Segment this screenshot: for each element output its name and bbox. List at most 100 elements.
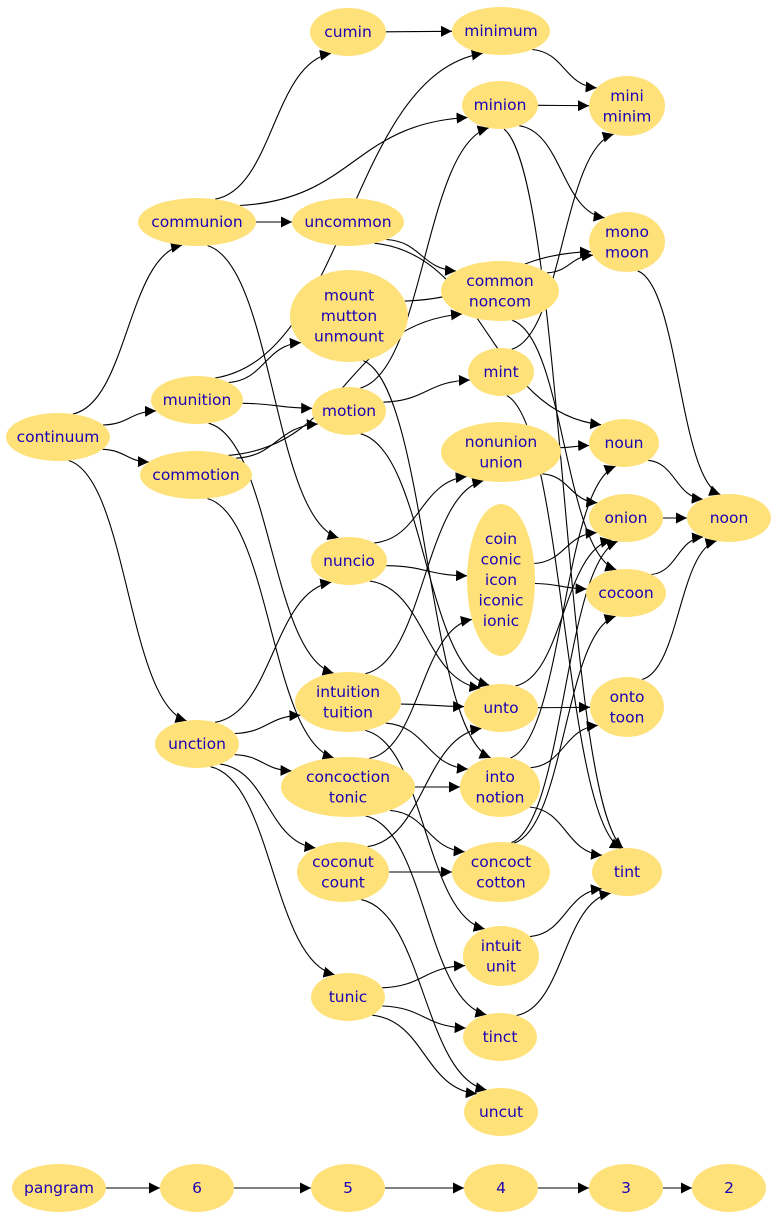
- node-intuit-ellipse: [463, 926, 539, 986]
- edge-coconut-to-unto: [367, 724, 482, 848]
- edge-continuum-to-unction: [68, 459, 187, 723]
- node-coconut-label-1: count: [321, 873, 365, 891]
- node-unto: unto: [464, 684, 538, 732]
- edge-communion-to-cumin: [215, 49, 332, 200]
- edge-intuition-to-into: [385, 722, 468, 774]
- node-unction-label-0: unction: [168, 735, 226, 753]
- node-coin-ellipse: [467, 504, 535, 656]
- node-concoct-ellipse: [452, 842, 550, 902]
- edge-into-to-onto: [530, 720, 598, 769]
- node-noun-label-0: noun: [605, 434, 644, 452]
- edge-tunic-to-uncut: [372, 1014, 477, 1099]
- node-into-ellipse: [460, 757, 540, 817]
- edge-unction-to-intuition: [234, 710, 301, 735]
- node-pangram-ellipse: [12, 1164, 106, 1212]
- node-into-label-1: notion: [476, 788, 525, 806]
- node-nonunion-label-0: nonunion: [465, 433, 537, 451]
- edge-onto-to-noon: [641, 538, 717, 681]
- node-mount-label-0: mount: [324, 287, 374, 305]
- node-pangram: pangram: [12, 1164, 106, 1212]
- node-intuit-label-1: unit: [486, 957, 516, 975]
- node-n2: 2: [692, 1164, 766, 1212]
- node-mint: mint: [468, 348, 534, 396]
- edge-munition-to-intuition: [208, 422, 334, 676]
- node-nuncio: nuncio: [311, 537, 387, 585]
- node-noon-ellipse: [687, 494, 771, 542]
- edge-concoction-to-concoct: [389, 809, 465, 857]
- node-nuncio-ellipse: [311, 537, 387, 585]
- node-coin-label-1: conic: [481, 551, 522, 569]
- node-minion-ellipse: [462, 81, 538, 129]
- edge-uncommon-to-common: [386, 238, 457, 276]
- node-concoct-label-0: concoct: [471, 853, 531, 871]
- node-continuum: continuum: [6, 413, 110, 461]
- edge-minion-to-tint: [503, 128, 624, 849]
- node-onion-ellipse: [589, 494, 663, 542]
- node-mono-label-1: moon: [605, 243, 649, 261]
- node-tunic-ellipse: [311, 973, 385, 1021]
- node-nuncio-label-0: nuncio: [323, 552, 375, 570]
- node-concoct-label-1: cotton: [476, 873, 525, 891]
- edge-coin-to-onion: [534, 527, 597, 565]
- node-concoction-label-0: concoction: [306, 768, 390, 786]
- node-n4-label-0: 4: [496, 1179, 506, 1197]
- edge-unction-to-nuncio: [214, 578, 332, 723]
- node-mini-label-0: mini: [610, 87, 644, 105]
- node-n4-ellipse: [464, 1164, 538, 1212]
- node-communion-ellipse: [138, 198, 256, 246]
- node-intuition-label-1: tuition: [323, 703, 373, 721]
- edge-noun-to-noon: [648, 459, 703, 504]
- node-munition-ellipse: [151, 376, 243, 424]
- edge-cocoon-to-noon: [651, 532, 704, 576]
- node-into-label-0: into: [485, 768, 515, 786]
- edge-unction-to-coconut: [219, 763, 316, 853]
- node-noon: noon: [687, 494, 771, 542]
- edge-unction-to-concoction: [234, 754, 292, 776]
- node-common-ellipse: [441, 261, 559, 321]
- node-cumin-label-0: cumin: [324, 23, 372, 41]
- node-tint-ellipse: [592, 848, 662, 896]
- node-onion-label-0: onion: [605, 509, 648, 527]
- edge-communion-to-minion: [239, 112, 468, 207]
- node-tint-label-0: tint: [614, 863, 640, 881]
- node-munition: munition: [151, 376, 243, 424]
- node-minimum: minimum: [452, 7, 550, 55]
- edge-tinct-to-tint: [516, 889, 611, 1017]
- node-noun-ellipse: [589, 419, 659, 467]
- edge-minion-to-mono: [519, 125, 605, 222]
- node-nonunion-ellipse: [441, 422, 561, 482]
- node-tinct-ellipse: [463, 1013, 537, 1061]
- edge-common-to-cocoon: [512, 319, 617, 572]
- node-n3-ellipse: [589, 1164, 663, 1212]
- node-onto-label-0: onto: [610, 688, 645, 706]
- node-n6-ellipse: [160, 1164, 234, 1212]
- edge-mint-to-mini: [511, 131, 614, 350]
- node-noon-label-0: noon: [710, 509, 749, 527]
- edge-mount-to-into: [363, 360, 491, 759]
- edge-concoction-to-coin: [368, 615, 472, 760]
- edge-minimum-to-mini: [532, 48, 597, 93]
- edge-mono-to-noon: [637, 270, 721, 496]
- node-cocoon-ellipse: [586, 569, 666, 617]
- node-communion-label-0: communion: [151, 213, 242, 231]
- edge-motion-to-unto: [360, 433, 490, 688]
- edge-uncommon-to-noun: [374, 242, 602, 430]
- node-mini-ellipse: [589, 76, 665, 136]
- node-commotion: commotion: [140, 451, 252, 499]
- node-tint: tint: [592, 848, 662, 896]
- node-intuit-label-0: intuit: [481, 937, 521, 955]
- node-motion-label-0: motion: [322, 402, 376, 420]
- node-concoct: concoct cotton: [452, 842, 550, 902]
- node-communion: communion: [138, 198, 256, 246]
- edge-communion-to-nuncio: [207, 245, 339, 540]
- edge-munition-to-mount: [228, 337, 301, 384]
- node-noun: noun: [589, 419, 659, 467]
- node-n6-label-0: 6: [192, 1179, 202, 1197]
- node-cocoon: cocoon: [586, 569, 666, 617]
